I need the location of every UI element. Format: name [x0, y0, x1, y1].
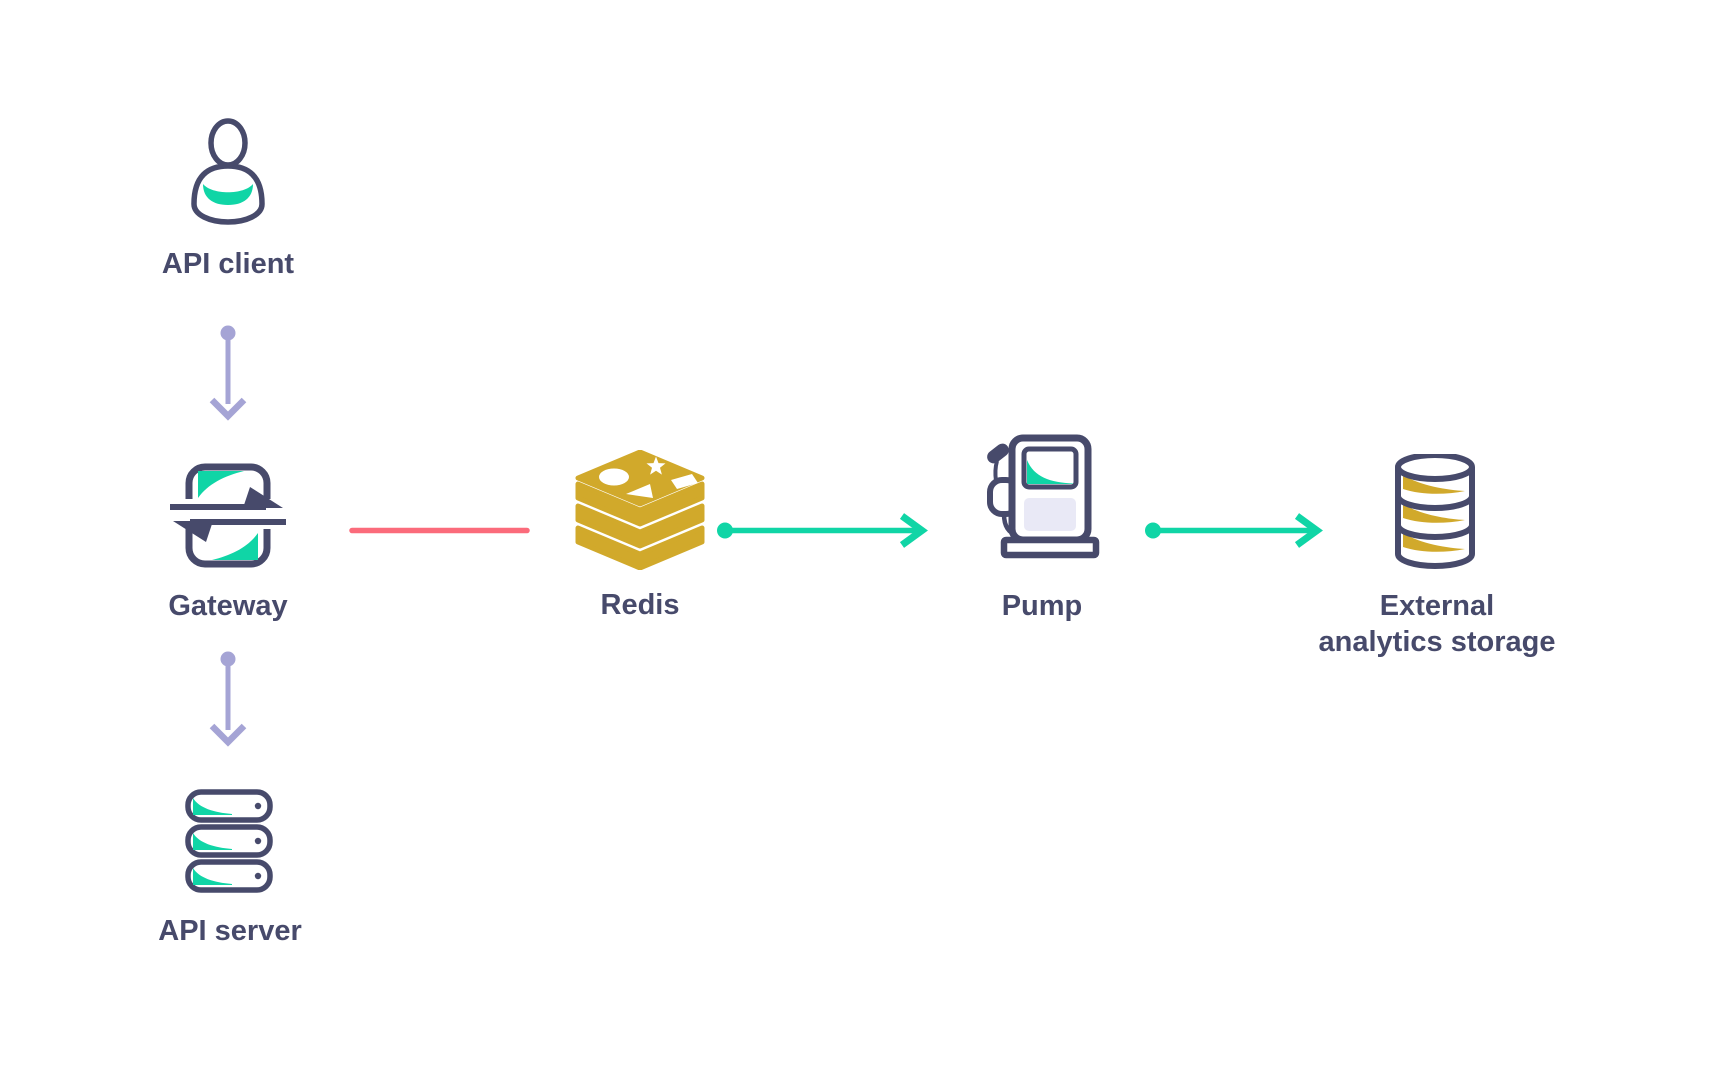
node-api-client: [184, 116, 272, 226]
node-external-analytics-storage: [1387, 454, 1483, 570]
fuel-pump-icon: [982, 434, 1102, 567]
edge-redis-pump: [710, 512, 935, 549]
node-label-text: Gateway: [168, 590, 288, 622]
node-redis: [568, 450, 713, 570]
server-stack-icon: [184, 789, 274, 893]
node-label-text: External: [1379, 590, 1495, 622]
redis-icon: [568, 450, 713, 570]
node-label-api-server: API server: [70, 913, 390, 949]
edge-gateway-api-server: [206, 651, 250, 749]
node-label-api-client: API client: [68, 246, 388, 282]
gateway-icon: [163, 463, 293, 568]
node-pump: [982, 434, 1102, 567]
edge-pump-storage: [1138, 512, 1330, 549]
node-label-text: Pump: [1001, 590, 1083, 622]
node-api-server: [184, 789, 274, 893]
user-icon: [184, 116, 272, 226]
node-label-pump: Pump: [882, 588, 1202, 624]
node-label-text: API client: [161, 248, 295, 280]
edge-api-client-gateway: [206, 325, 250, 423]
node-label-external-analytics-storage: External analytics storage: [1265, 588, 1609, 660]
node-gateway: [163, 463, 293, 568]
node-label-text: API server: [158, 915, 302, 947]
edge-gateway-redis: [348, 524, 532, 537]
node-label-gateway: Gateway: [68, 588, 388, 624]
node-label-text: Redis: [600, 589, 680, 621]
node-label-text-line2: analytics storage: [1318, 626, 1556, 658]
node-label-redis: Redis: [480, 587, 800, 623]
database-icon: [1387, 454, 1483, 570]
